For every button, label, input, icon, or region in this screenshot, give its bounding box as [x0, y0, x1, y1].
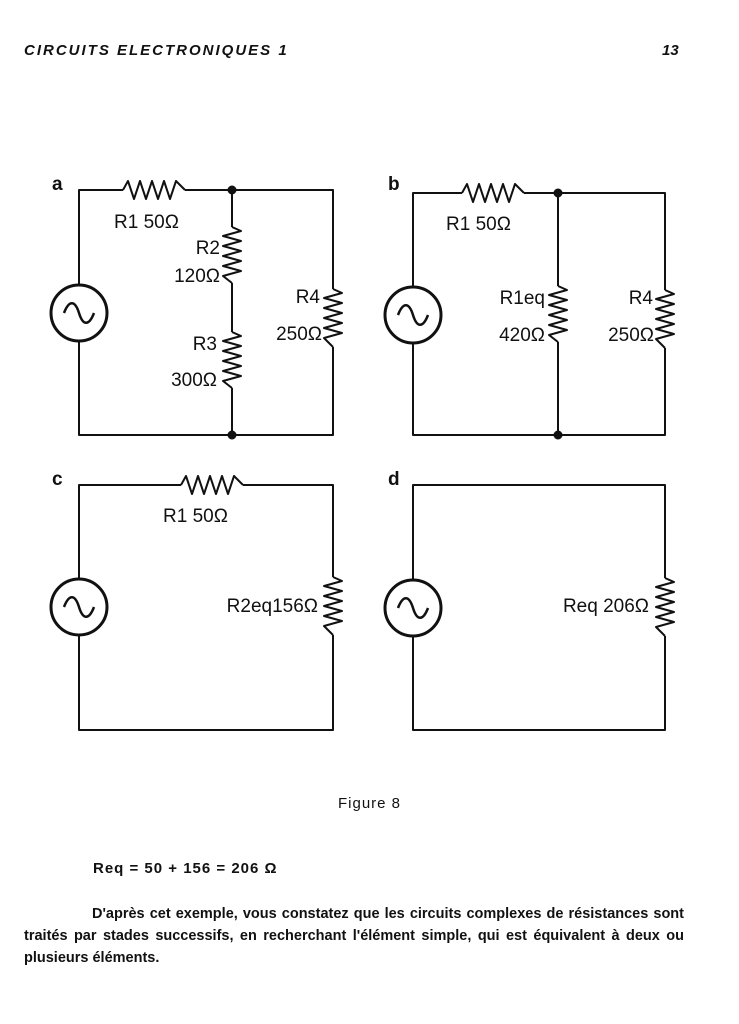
resistor-r2-a [222, 226, 242, 284]
label-r4-name-b: R4 [629, 288, 654, 309]
ac-source-a-wave [62, 302, 96, 324]
resistor-req-d [655, 577, 675, 637]
equivalent-resistance-formula: Req = 50 + 156 = 206 Ω [93, 860, 278, 877]
panel-letter-b: b [388, 174, 400, 195]
label-r2-name-a: R2 [196, 238, 220, 259]
label-r1eq-name-b: R1eq [500, 288, 545, 309]
ac-source-c [49, 577, 109, 637]
figure-caption: Figure 8 [337, 795, 402, 812]
resistor-r3-a [222, 331, 242, 389]
page-number: 13 [662, 42, 679, 59]
label-r1eq-value-b: 420Ω [499, 325, 545, 346]
ac-source-d-wave [396, 597, 430, 619]
junction-node [553, 430, 563, 440]
circuit-b [383, 183, 675, 440]
ac-source-a [49, 283, 109, 343]
running-head: CIRCUITS ELECTRONIQUES 1 [24, 42, 289, 59]
resistor-r4-a [323, 288, 343, 348]
panel-letter-a: a [52, 174, 63, 195]
label-r3-name-a: R3 [193, 334, 217, 355]
resistor-r1-b [461, 183, 525, 203]
circuit-c-wires [78, 484, 334, 731]
body-paragraph: D'après cet exemple, vous constatez que … [24, 906, 684, 966]
circuit-d-wires [412, 484, 666, 731]
resistor-r1-a [122, 180, 186, 200]
ac-source-b-wave [396, 304, 430, 326]
resistor-r1eq-b [548, 285, 568, 343]
label-r2-value-a: 120Ω [174, 266, 220, 287]
ac-source-c-wave [62, 596, 96, 618]
label-r1-a: R1 50Ω [114, 212, 179, 233]
circuit-b-wires [412, 192, 666, 436]
label-r1-c: R1 50Ω [163, 506, 228, 527]
panel-letter-d: d [388, 469, 400, 490]
ac-source-d [383, 578, 443, 638]
label-r4-name-a: R4 [296, 287, 321, 308]
figure-8-circuits: a R1 50Ω R2 120Ω R3 300Ω R4 250Ω b R1 50… [49, 174, 675, 731]
label-r4-value-b: 250Ω [608, 325, 654, 346]
circuit-a [49, 180, 343, 440]
label-r4-value-a: 250Ω [276, 324, 322, 345]
label-req-d: Req 206Ω [563, 596, 649, 617]
resistor-r1-c [180, 475, 244, 495]
label-r1-b: R1 50Ω [446, 214, 511, 235]
circuit-c [49, 475, 343, 731]
resistor-r2eq-c [323, 576, 343, 636]
panel-letter-c: c [52, 469, 63, 490]
label-r2eq-c: R2eq156Ω [227, 596, 318, 617]
junction-node [553, 188, 563, 198]
junction-node [227, 185, 237, 195]
ac-source-b [383, 285, 443, 345]
resistor-r4-b [655, 289, 675, 349]
circuit-d [383, 484, 675, 731]
label-r3-value-a: 300Ω [171, 370, 217, 391]
junction-node [227, 430, 237, 440]
